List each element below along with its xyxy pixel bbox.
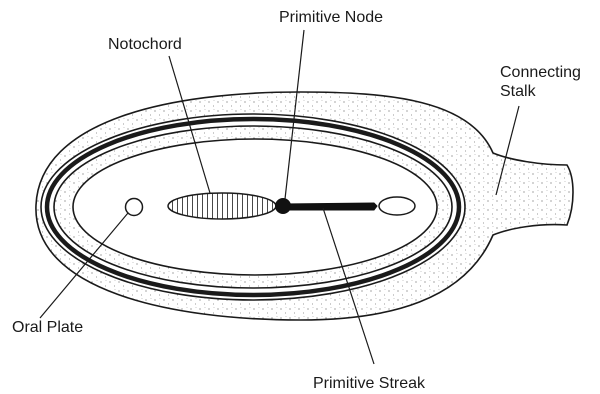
primitive-streak xyxy=(282,203,377,210)
oral-plate xyxy=(126,199,143,216)
notochord xyxy=(168,193,276,219)
notochord-label: Notochord xyxy=(108,35,182,54)
primitive-node-label: Primitive Node xyxy=(279,8,383,27)
primitive-node xyxy=(275,198,291,214)
oral-plate-label: Oral Plate xyxy=(12,318,83,337)
primitive-streak-label: Primitive Streak xyxy=(313,374,425,393)
connecting-stalk-label: Connecting Stalk xyxy=(500,63,581,101)
caudal-oval xyxy=(379,197,415,215)
connecting-stalk-label-line-1: Connecting xyxy=(500,63,581,82)
connecting-stalk-label-line-2: Stalk xyxy=(500,82,581,101)
